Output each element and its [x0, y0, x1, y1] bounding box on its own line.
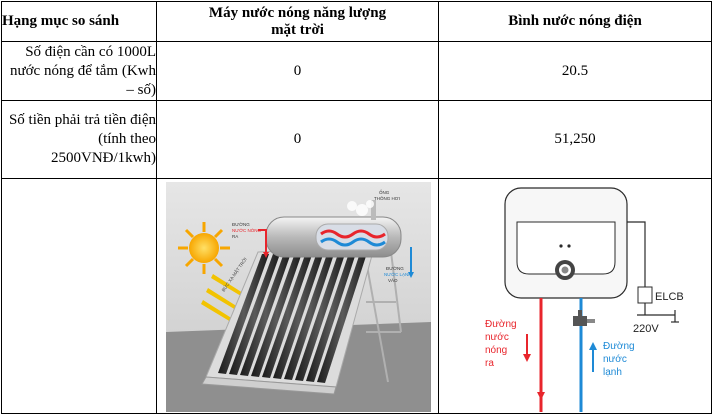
electric-heater-diagram: ELCB 220V Đường nước n: [485, 187, 684, 412]
steam-icon: [347, 200, 374, 216]
hot-line-label-4: ra: [485, 358, 494, 369]
water-heater-icon: [504, 187, 628, 299]
header-electric: Bình nước nóng điện: [438, 1, 712, 42]
voltage-label: 220V: [633, 323, 659, 335]
vent-label-2: THÔNG HƠI: [374, 195, 400, 201]
cold-in-label-2: NƯỚC LẠNH: [384, 271, 411, 277]
cold-line-label-3: lạnh: [603, 367, 622, 378]
cell-solar-cost: 0: [156, 100, 439, 179]
hot-line-label-2: nước: [485, 332, 509, 343]
vacuum-tubes: [201, 247, 375, 395]
hot-line-label: Đường: [485, 319, 517, 330]
hot-out-label-2: NƯỚC NÓNG: [232, 227, 261, 233]
elcb-box-icon: [637, 286, 653, 304]
solar-heater-illustration: BỨC XẠ MẶT TRỜI: [166, 182, 431, 412]
table-row: BỨC XẠ MẶT TRỜI: [1, 178, 712, 414]
cell-electric-cost: 51,250: [438, 100, 712, 179]
header-category: Hạng mục so sánh: [1, 1, 157, 42]
header-row: Hạng mục so sánh Máy nước nóng năng lượn…: [1, 1, 712, 42]
solar-heater-cell: BỨC XẠ MẶT TRỜI: [156, 178, 439, 414]
cell-solar-power: 0: [156, 41, 439, 101]
elcb-label: ELCB: [655, 291, 684, 303]
row-label-power: Số điện cần có 1000L nước nóng để tắm (K…: [1, 41, 157, 101]
empty-cell: [1, 178, 157, 414]
table-row: Số điện cần có 1000L nước nóng để tắm (K…: [1, 41, 712, 101]
hot-arrow-icon: [258, 229, 267, 252]
row-label-cost: Số tiền phải trả tiền điện (tính theo 25…: [1, 100, 157, 179]
valve-icon: [573, 310, 595, 326]
hot-out-label-3: RA: [232, 234, 238, 239]
cold-in-label: ĐƯỜNG: [386, 265, 404, 271]
vent-label: ỐNG: [379, 189, 390, 195]
hot-out-label: ĐƯỜNG: [232, 221, 250, 227]
electric-heater-cell: ELCB 220V Đường nước n: [438, 178, 712, 414]
cold-line-label-2: nước: [603, 354, 627, 365]
table-row: Số tiền phải trả tiền điện (tính theo 25…: [1, 100, 712, 179]
sun-icon: [178, 222, 230, 274]
cold-line-label: Đường: [603, 341, 635, 352]
cell-electric-power: 20.5: [438, 41, 712, 101]
cold-in-label-3: VÀO: [388, 277, 398, 283]
header-solar: Máy nước nóng năng lượng mặt trời: [156, 1, 439, 42]
hot-line-label-3: nóng: [485, 345, 507, 356]
